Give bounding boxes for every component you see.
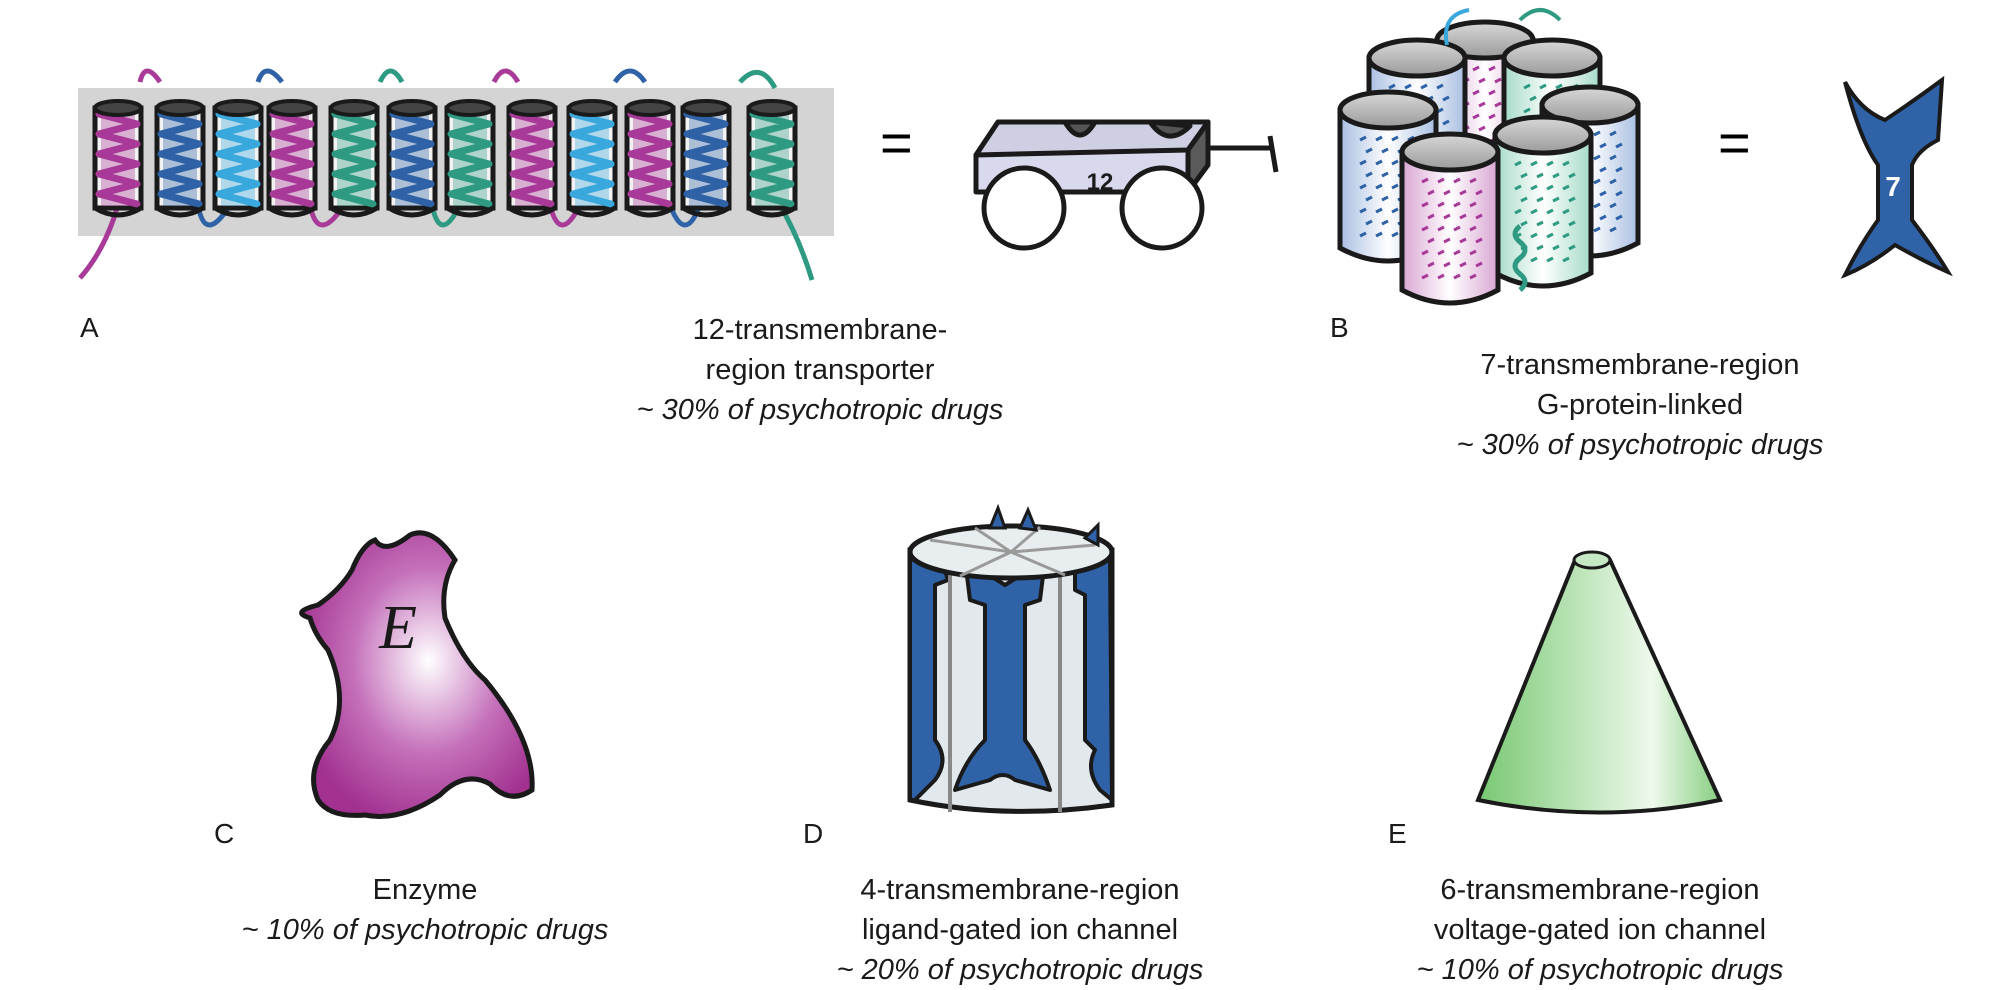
enzyme-shape (299, 530, 535, 819)
receptor-number: 7 (1885, 171, 1901, 202)
gpcr-receptor-icon (1840, 75, 1953, 279)
caption-gpcr-share: ~ 30% of psychotropic drugs (1456, 429, 1824, 461)
caption-transporter-line2: region transporter (705, 354, 935, 386)
gpcr-cylinder-bundle (1337, 8, 1641, 306)
caption-voltage-channel-share: ~ 10% of psychotropic drugs (1416, 954, 1784, 986)
panel-letter-c: C (214, 818, 235, 849)
caption-transporter-share: ~ 30% of psychotropic drugs (636, 394, 1004, 426)
transmembrane-helix (680, 99, 732, 218)
caption-transporter-line1: 12-transmembrane- (692, 314, 948, 346)
caption-ligand-channel: 4-transmembrane-region ligand-gated ion … (760, 870, 1280, 990)
gpcr-loop (1444, 8, 1470, 46)
ion-channel-barrel (907, 503, 1115, 814)
caption-enzyme-line1: Enzyme (372, 874, 478, 906)
transmembrane-helix (266, 99, 318, 218)
channel-subunits (908, 553, 1114, 802)
caption-ligand-channel-line2: ligand-gated ion channel (861, 914, 1179, 946)
transmembrane-helix (444, 99, 496, 218)
transmembrane-helix (328, 99, 380, 218)
gpcr-loop (1518, 8, 1562, 22)
caption-voltage-channel-line1: 6-transmembrane-region (1440, 874, 1760, 906)
transmembrane-helix (506, 99, 558, 218)
caption-voltage-channel: 6-transmembrane-region voltage-gated ion… (1340, 870, 1860, 990)
caption-gpcr: 7-transmembrane-region G-protein-linked … (1380, 345, 1900, 465)
channel-spikes (987, 503, 1100, 548)
transmembrane-helix (624, 99, 676, 218)
voltage-channel-cone (1475, 550, 1723, 815)
transporter-helix-row (78, 68, 834, 281)
gpcr-helix-cylinder (1492, 114, 1594, 289)
caption-ligand-channel-line1: 4-transmembrane-region (860, 874, 1180, 906)
caption-enzyme-share: ~ 10% of psychotropic drugs (241, 914, 609, 946)
gpcr-helix-cylinder (1399, 131, 1501, 306)
gpcr-tail (1512, 224, 1528, 292)
panel-letter-d: D (803, 818, 824, 849)
panel-letter-e: E (1388, 818, 1407, 849)
channel-seams (948, 575, 1062, 812)
caption-ligand-channel-share: ~ 20% of psychotropic drugs (836, 954, 1204, 986)
equals-sign-b: = (1718, 111, 1751, 174)
caption-enzyme: Enzyme ~ 10% of psychotropic drugs (175, 870, 675, 950)
enzyme-letter: E (378, 594, 417, 662)
panel-letter-b: B (1330, 312, 1349, 343)
transmembrane-helix (92, 99, 144, 218)
transmembrane-helix (746, 99, 798, 218)
caption-transporter: 12-transmembrane- region transporter ~ 3… (570, 310, 1070, 430)
transmembrane-helix (386, 99, 438, 218)
cart-number: 12 (1087, 169, 1114, 196)
panel-letter-a: A (80, 312, 99, 343)
equals-sign-a: = (880, 111, 913, 174)
caption-gpcr-line2: G-protein-linked (1536, 389, 1744, 421)
caption-voltage-channel-line2: voltage-gated ion channel (1433, 914, 1767, 946)
caption-gpcr-line1: 7-transmembrane-region (1480, 349, 1800, 381)
transmembrane-helix (212, 99, 264, 218)
transmembrane-helix (566, 99, 618, 218)
transporter-cart-icon (973, 119, 1279, 251)
transmembrane-helix (154, 99, 206, 218)
